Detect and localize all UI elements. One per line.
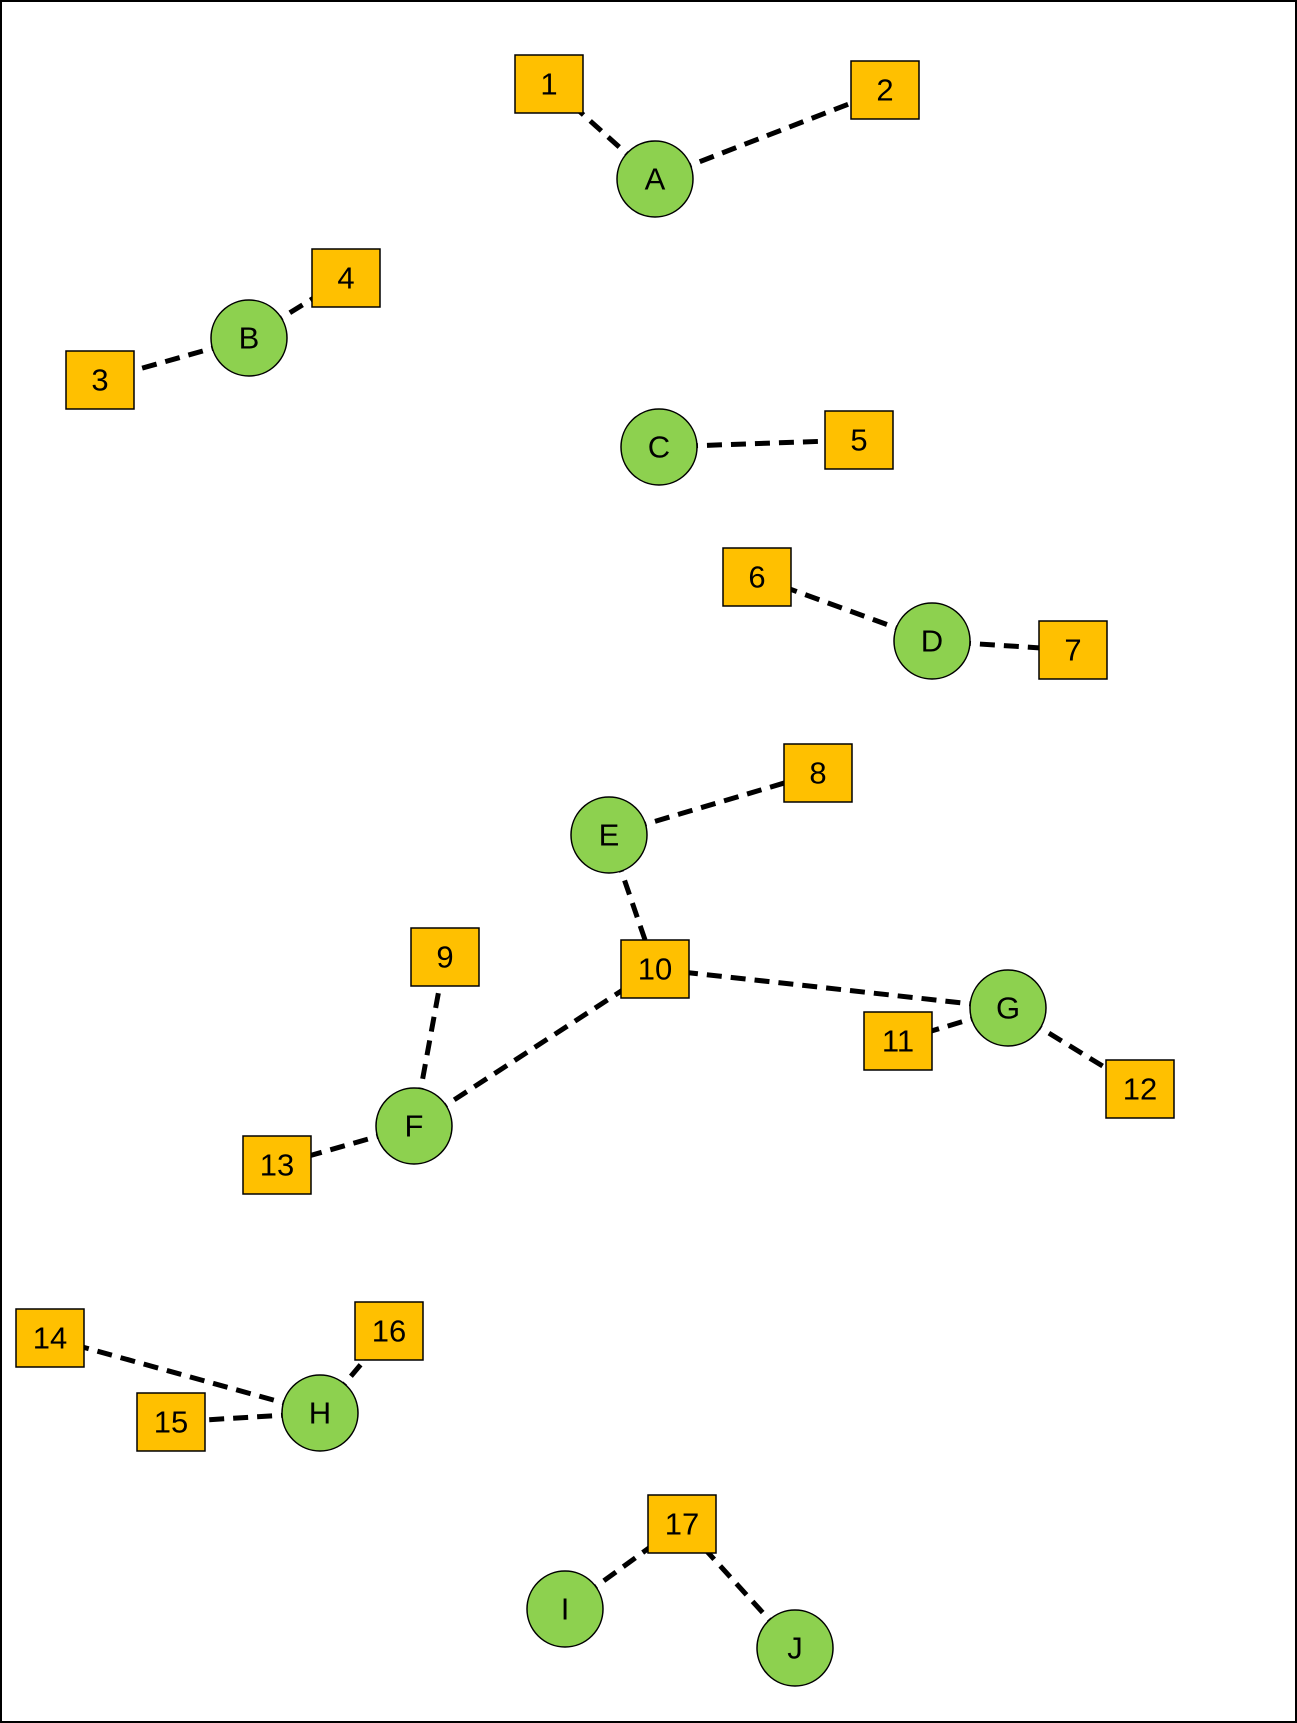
square-node-label: 16	[372, 1314, 406, 1349]
circle-node-label: F	[405, 1109, 424, 1144]
circle-node-label: H	[309, 1396, 331, 1431]
square-node-2: 2	[850, 60, 920, 120]
square-node-label: 15	[154, 1405, 188, 1440]
square-node-box	[1105, 1059, 1175, 1119]
edge-B-4	[247, 275, 348, 341]
edge-H-16	[318, 1329, 391, 1415]
square-node-box	[824, 410, 894, 470]
circle-node-shape	[281, 1374, 359, 1452]
square-node-box	[15, 1308, 85, 1368]
square-node-label: 17	[665, 1507, 699, 1542]
square-node-box	[242, 1135, 312, 1195]
circle-node-C: C	[620, 408, 698, 486]
circle-node-A: A	[616, 140, 694, 218]
square-node-box	[65, 350, 135, 410]
circle-node-label: B	[239, 321, 260, 356]
square-node-14: 14	[15, 1308, 85, 1368]
square-node-label: 9	[436, 940, 453, 975]
square-node-box	[311, 248, 381, 308]
square-node-label: 10	[638, 952, 672, 987]
circle-node-shape	[756, 1609, 834, 1687]
circle-node-J: J	[756, 1609, 834, 1687]
circle-node-G: G	[969, 969, 1047, 1047]
square-node-1: 1	[514, 54, 584, 114]
circle-node-shape	[210, 299, 288, 377]
square-node-box	[783, 743, 853, 803]
square-node-label: 8	[809, 756, 826, 791]
circle-node-label: C	[648, 430, 670, 465]
circle-node-label: E	[599, 818, 620, 853]
circle-node-D: D	[893, 602, 971, 680]
square-node-box	[410, 927, 480, 987]
edge-G-10	[654, 966, 1009, 1011]
square-node-label: 5	[850, 423, 867, 458]
square-node-11: 11	[863, 1011, 933, 1071]
square-node-box	[722, 547, 792, 607]
square-node-9: 9	[410, 927, 480, 987]
square-node-5: 5	[824, 410, 894, 470]
circle-node-F: F	[375, 1087, 453, 1165]
square-node-3: 3	[65, 350, 135, 410]
square-node-label: 6	[748, 560, 765, 595]
square-node-7: 7	[1038, 620, 1108, 680]
square-node-label: 1	[540, 67, 557, 102]
circle-node-shape	[893, 602, 971, 680]
square-node-box	[354, 1301, 424, 1361]
square-node-10: 10	[620, 939, 690, 999]
square-node-box	[850, 60, 920, 120]
circle-node-label: G	[996, 991, 1020, 1026]
square-node-box	[647, 1494, 717, 1554]
circle-node-H: H	[281, 1374, 359, 1452]
square-node-12: 12	[1105, 1059, 1175, 1119]
square-node-16: 16	[354, 1301, 424, 1361]
circle-node-label: D	[921, 624, 943, 659]
edge-A-2	[654, 87, 886, 182]
square-node-label: 3	[91, 363, 108, 398]
square-node-label: 4	[337, 261, 354, 296]
square-node-box	[514, 54, 584, 114]
circle-node-shape	[526, 1570, 604, 1648]
square-node-box	[136, 1392, 206, 1452]
square-node-4: 4	[311, 248, 381, 308]
circle-node-label: I	[561, 1592, 570, 1627]
square-node-box	[1038, 620, 1108, 680]
square-node-label: 12	[1123, 1072, 1157, 1107]
square-node-label: 7	[1064, 633, 1081, 668]
square-node-label: 2	[876, 73, 893, 108]
circle-node-label: J	[787, 1631, 803, 1666]
square-node-label: 14	[33, 1321, 67, 1356]
circle-node-label: A	[645, 162, 666, 197]
square-node-6: 6	[722, 547, 792, 607]
square-node-13: 13	[242, 1135, 312, 1195]
circle-node-shape	[620, 408, 698, 486]
circle-node-E: E	[570, 796, 648, 874]
square-node-8: 8	[783, 743, 853, 803]
square-node-box	[863, 1011, 933, 1071]
square-node-label: 11	[882, 1024, 914, 1059]
circle-node-I: I	[526, 1570, 604, 1648]
square-node-15: 15	[136, 1392, 206, 1452]
edge-G-11	[897, 1005, 1009, 1044]
square-node-17: 17	[647, 1494, 717, 1554]
square-node-box	[620, 939, 690, 999]
square-node-label: 13	[260, 1148, 294, 1183]
circle-node-shape	[616, 140, 694, 218]
circle-node-shape	[570, 796, 648, 874]
circle-node-B: B	[210, 299, 288, 377]
circle-node-shape	[969, 969, 1047, 1047]
circle-node-shape	[375, 1087, 453, 1165]
